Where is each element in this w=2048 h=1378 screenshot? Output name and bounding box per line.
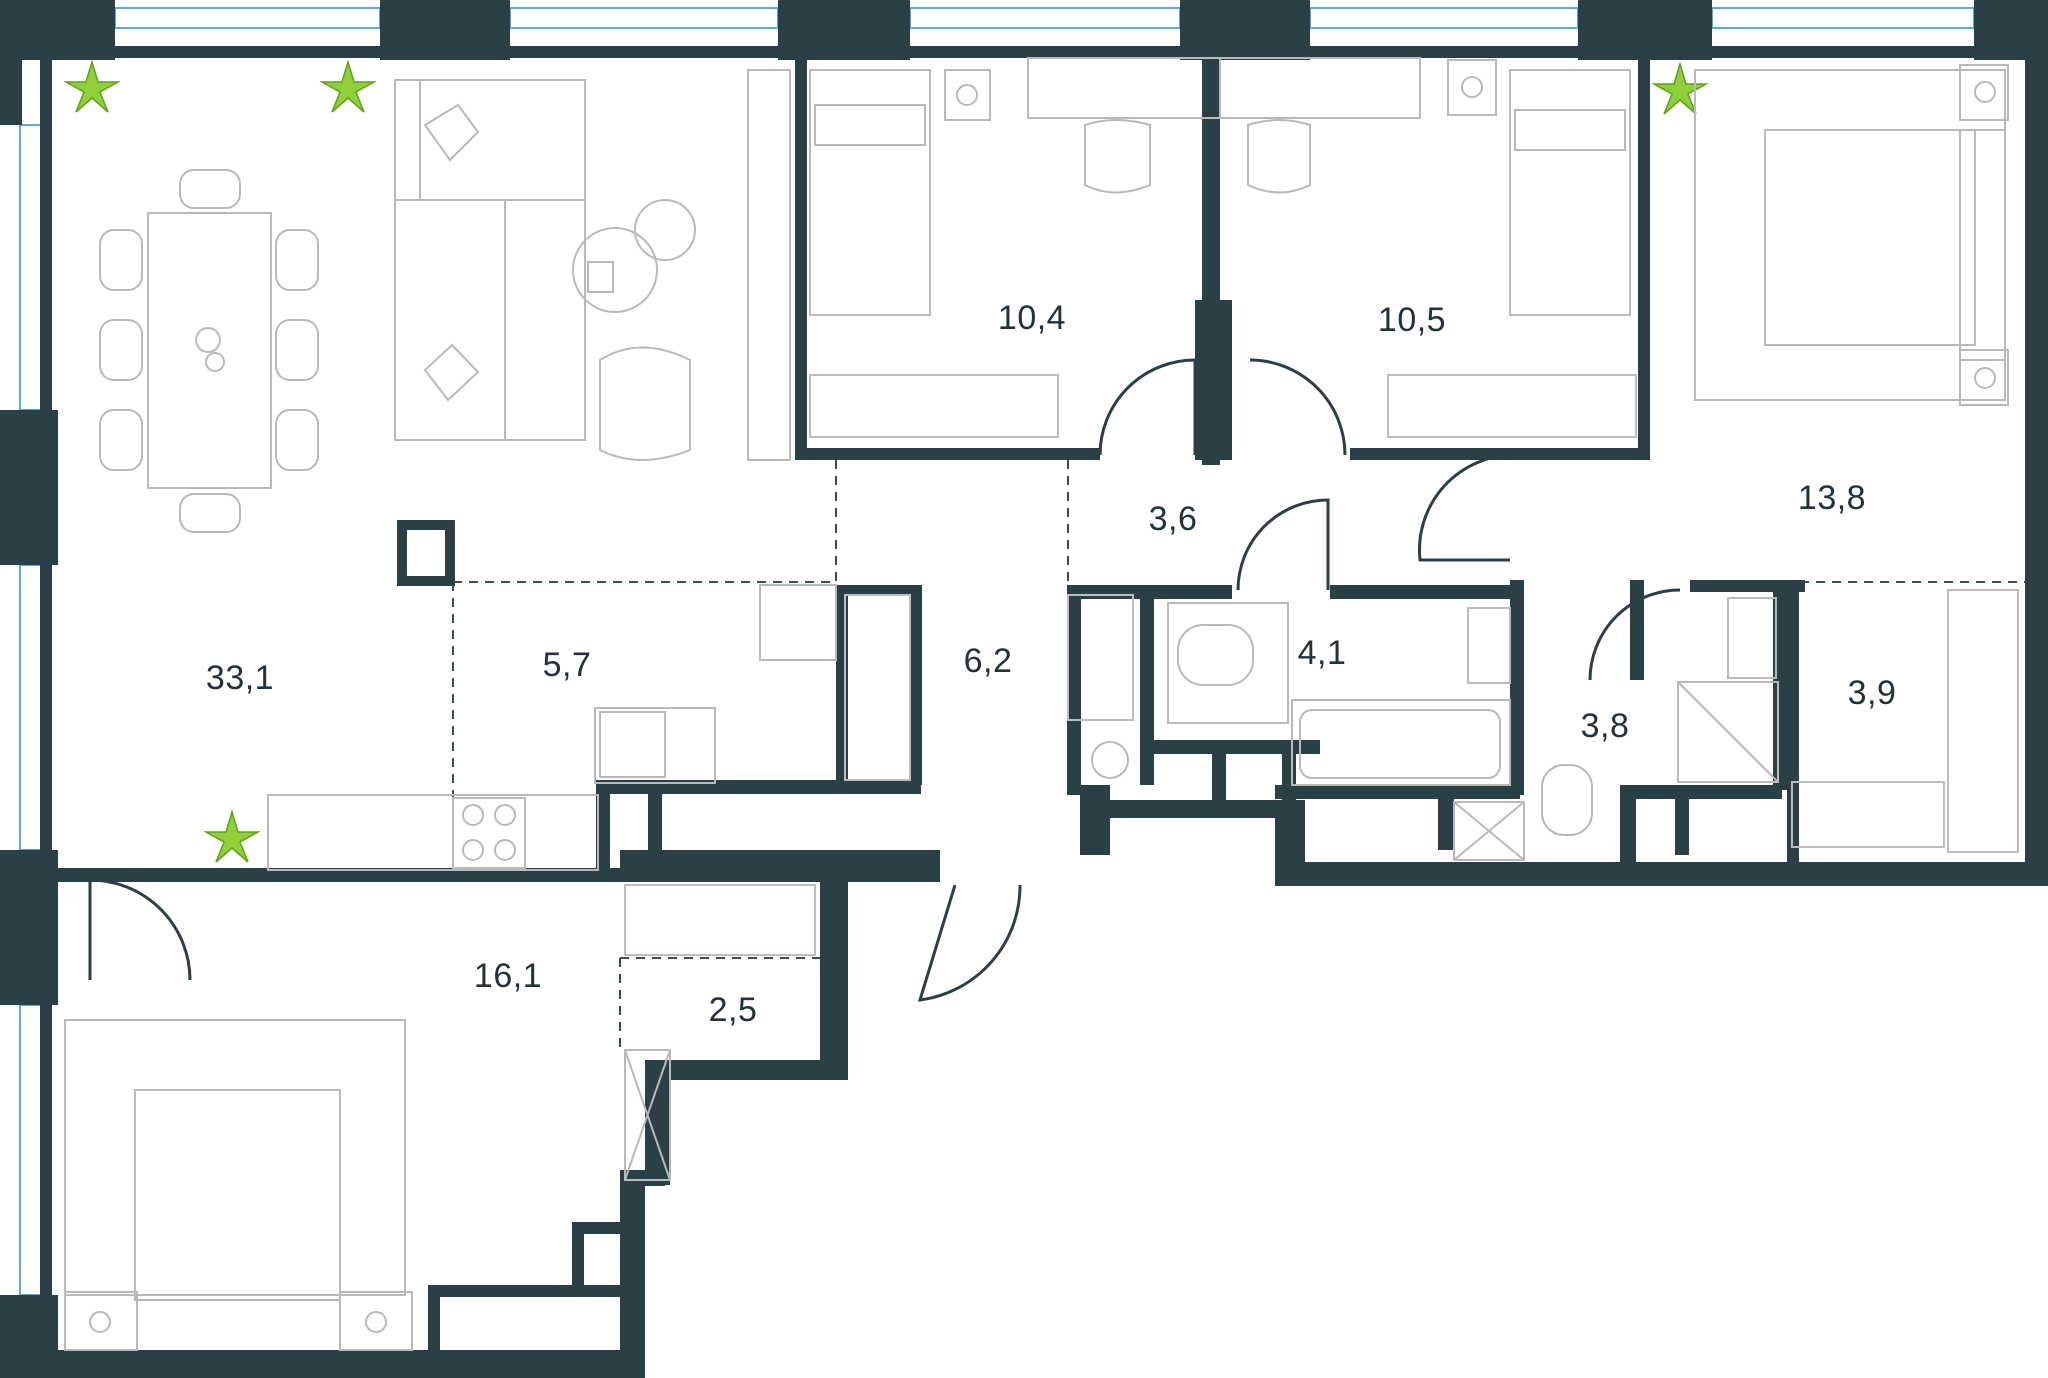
bed-icon: [64, 1019, 413, 1351]
room-area-kitchen: 5,7: [543, 646, 592, 684]
room-area-bedroom-sw: 16,1: [474, 957, 542, 995]
room-area-bathroom: 4,1: [1298, 634, 1347, 672]
room-area-corridor: 3,6: [1149, 500, 1198, 538]
kitchen-counter: [267, 584, 911, 871]
room-area-bedroom-master: 13,8: [1798, 479, 1866, 517]
shower-icon: [1453, 597, 1779, 861]
doors: [88, 358, 1681, 1002]
column: [397, 520, 455, 586]
bed-icon: [1219, 57, 1637, 438]
plant-icon: [63, 59, 1709, 863]
room-labels: 33,1 16,1 5,7 6,2 3,6 10,4 10,5 13,8 4,1…: [206, 299, 1896, 1029]
room-area-bedroom-1: 10,4: [998, 299, 1066, 337]
bed-icon: [747, 57, 1221, 461]
room-area-dressing-s: 2,5: [709, 991, 758, 1029]
inner-walls: [40, 55, 1805, 882]
room-area-bedroom-2: 10,5: [1378, 301, 1446, 339]
bathtub-icon: [1067, 594, 1511, 786]
zone-separators: [452, 460, 2025, 1050]
sofa-icon: [394, 79, 696, 461]
room-area-dressing-e: 3,9: [1848, 674, 1897, 712]
wardrobe-icon: [1791, 589, 2019, 853]
wardrobe-icon: [624, 884, 816, 1181]
room-area-shower-room: 3,8: [1581, 707, 1630, 745]
room-area-living: 33,1: [206, 659, 274, 697]
dining-table-icon: [99, 169, 319, 533]
room-area-hall: 6,2: [964, 642, 1013, 680]
bed-icon: [1694, 64, 2009, 406]
